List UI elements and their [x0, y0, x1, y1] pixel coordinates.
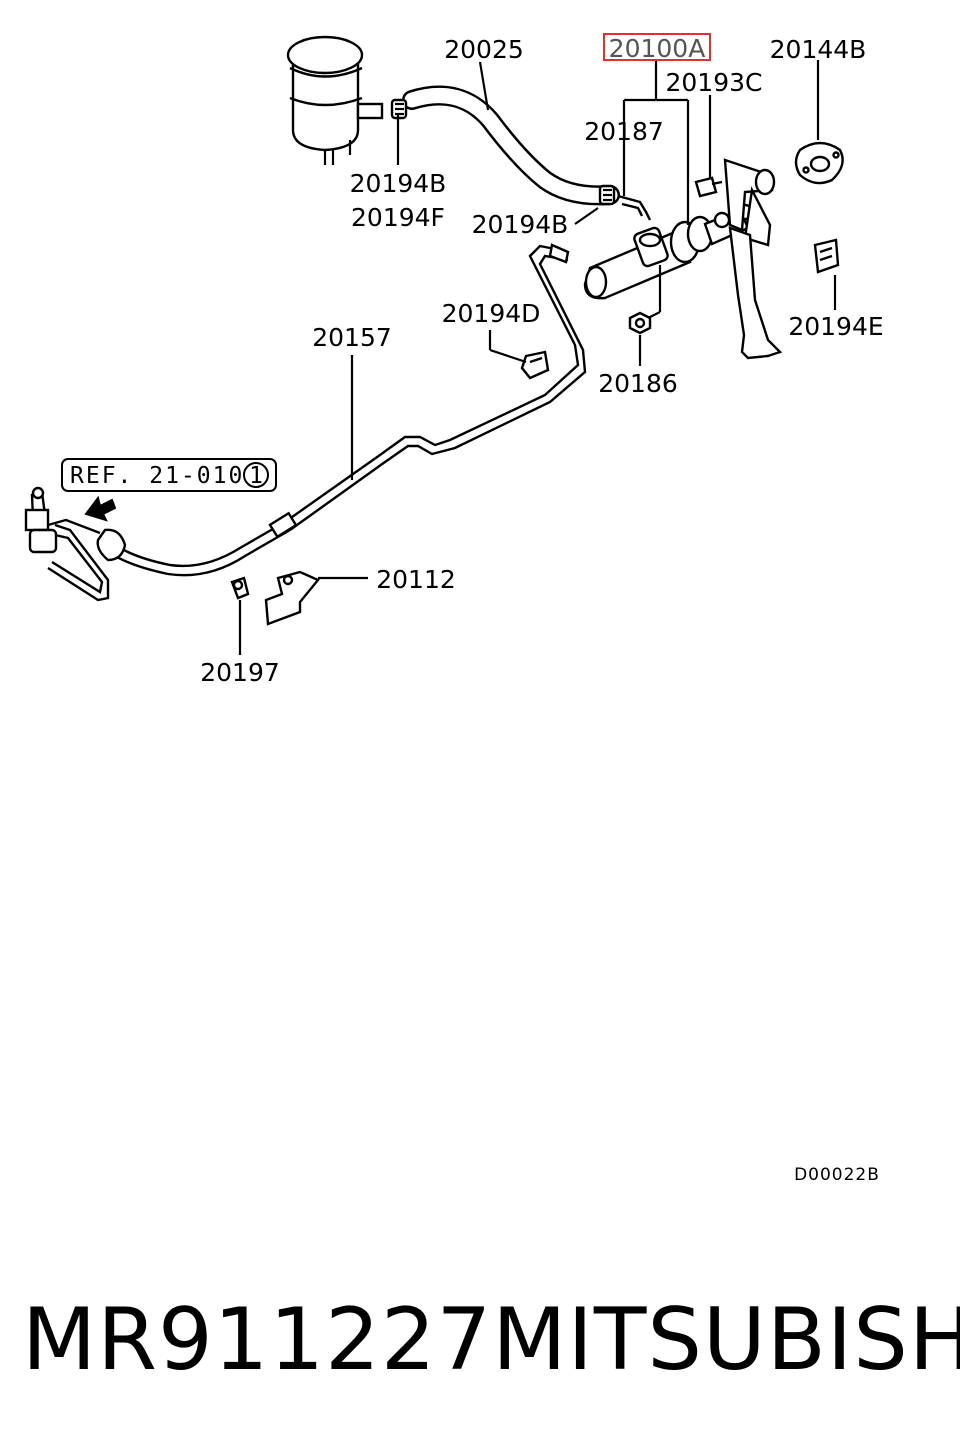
label-20194d: 20194D	[442, 299, 541, 328]
label-20157: 20157	[312, 323, 392, 352]
label-20197: 20197	[200, 658, 280, 687]
elbow-pipe	[617, 194, 652, 221]
bracket-20112	[264, 570, 320, 626]
hose-clamp-mid	[598, 184, 616, 206]
release-fitting	[24, 486, 110, 602]
part-number: MR911227	[22, 1290, 493, 1390]
clamp-20194d	[520, 350, 550, 380]
drawing-code: D00022B	[794, 1165, 880, 1185]
gasket-20144b	[794, 141, 844, 185]
direction-arrow-icon	[84, 495, 117, 522]
label-20025: 20025	[444, 35, 524, 64]
label-20193c: 20193C	[666, 68, 763, 97]
union-bolt-20186	[628, 311, 652, 335]
label-20100a[interactable]: 20100A	[609, 34, 706, 63]
label-20144b: 20144B	[770, 35, 867, 64]
label-20194f: 20194F	[351, 203, 445, 232]
brand-name: MITSUBISHI	[492, 1290, 960, 1390]
clutch-master-cylinder	[583, 203, 754, 300]
pedal-bracket	[723, 158, 783, 360]
reference-box[interactable]: REF. 21-010 1	[61, 458, 277, 492]
label-20186: 20186	[598, 369, 678, 398]
clip-20194e	[813, 238, 840, 274]
label-20112: 20112	[376, 565, 456, 594]
footer: MR911227 MITSUBISHI	[22, 1290, 960, 1390]
label-20187: 20187	[584, 117, 664, 146]
reference-text: REF. 21-010	[70, 463, 244, 489]
label-20194b-top: 20194B	[350, 169, 447, 198]
reservoir-hose	[402, 85, 620, 206]
bolt-20197	[230, 576, 250, 600]
reference-circle	[243, 462, 269, 488]
bolt-20193c	[694, 176, 723, 198]
label-20194e: 20194E	[788, 312, 883, 341]
label-20194b-mid: 20194B	[472, 210, 569, 239]
clutch-pipe	[284, 243, 587, 531]
reference-number: 1	[249, 463, 263, 489]
reservoir-tank	[286, 35, 384, 165]
leader-lines	[238, 60, 837, 655]
highlight-box	[603, 33, 711, 61]
clutch-hose	[96, 511, 298, 577]
